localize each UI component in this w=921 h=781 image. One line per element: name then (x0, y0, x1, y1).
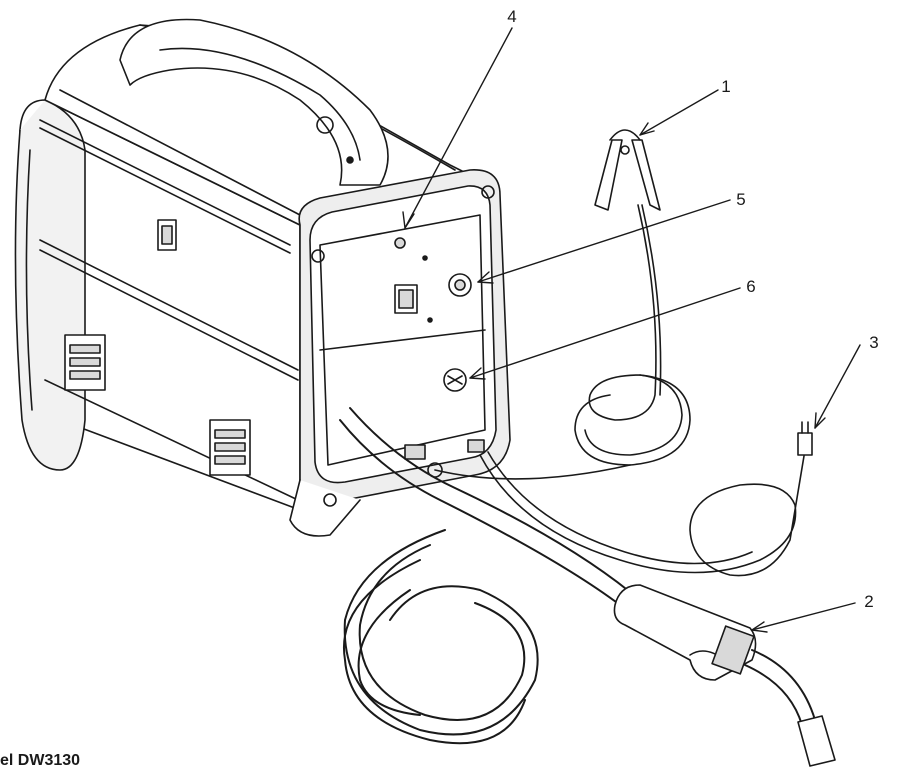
callout-3: 3 (869, 333, 878, 352)
leader-3-head (814, 412, 826, 429)
callout-4: 4 (507, 7, 516, 26)
ground-clamp-jaw-right (631, 139, 661, 211)
leader-1 (639, 89, 719, 136)
leader-6-head (469, 367, 486, 380)
power-plug (797, 432, 813, 456)
ground-clamp-jaw-left (594, 139, 623, 211)
ground-clamp-assembly (434, 129, 691, 480)
callout-1: 1 (721, 77, 730, 96)
callout-leaders (402, 27, 861, 633)
welder-body (14, 18, 511, 537)
leader-5-head (477, 271, 494, 284)
leader-4 (404, 27, 513, 229)
wire-speed-knob (394, 237, 406, 249)
leader-3 (814, 344, 861, 429)
callout-6: 6 (746, 277, 755, 296)
callout-5: 5 (736, 190, 745, 209)
leader-2-head (751, 621, 768, 633)
leader-5 (477, 199, 731, 283)
leader-4-head (402, 211, 415, 229)
leader-1-head (639, 122, 655, 136)
hinge-right (209, 419, 251, 476)
mig-gun-trigger (711, 625, 755, 675)
carry-handle (119, 18, 389, 186)
callout-2: 2 (864, 592, 873, 611)
leader-2 (751, 602, 856, 631)
power-cord-assembly (479, 421, 813, 577)
hinge-left (64, 334, 106, 391)
leader-6 (469, 287, 741, 379)
mig-gun-assembly (339, 407, 836, 767)
model-caption: el DW3130 (0, 752, 81, 769)
mig-gun-nozzle (797, 715, 836, 767)
